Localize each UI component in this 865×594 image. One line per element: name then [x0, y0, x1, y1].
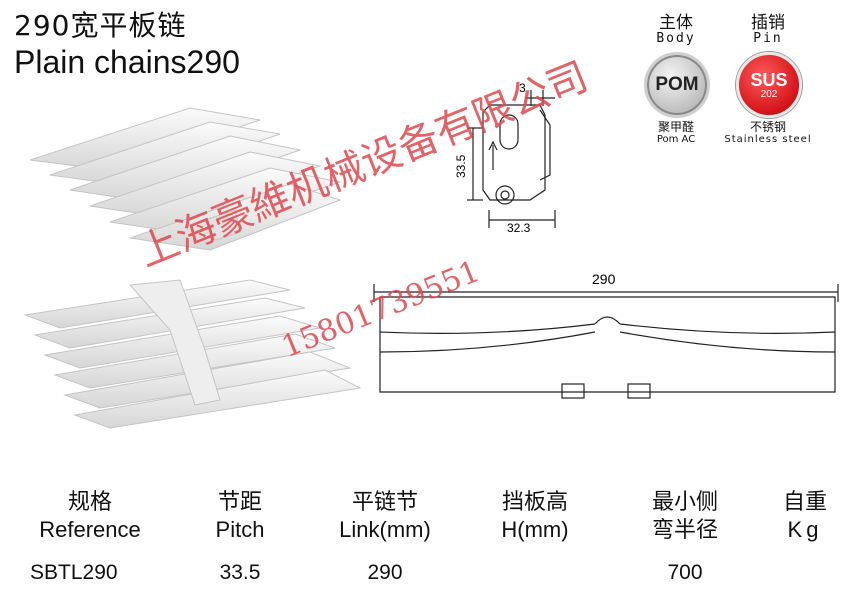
cell-bend-radius: 700 [667, 561, 703, 584]
pin-sub-en: Stainless steel [724, 134, 812, 145]
chain-photo-top [29, 107, 342, 251]
header-bend-radius: 最小侧弯半径 [651, 489, 718, 542]
body-label-cn: 主体 [659, 13, 693, 33]
dim-bottom-label: 32.3 [507, 221, 531, 235]
page-title-cn: 290宽平板链 [14, 9, 187, 42]
dim-top-label: 3 [519, 81, 526, 95]
pin-label-cn: 插销 [751, 13, 785, 33]
chain-photo-bottom [23, 279, 362, 429]
body-sub-cn: 聚甲醛 [657, 120, 694, 134]
body-sub-en: Pom AC [656, 134, 696, 145]
cell-link: 290 [367, 561, 403, 584]
page-title-en: Plain chains290 [14, 44, 240, 80]
pin-sub-cn: 不锈钢 [749, 120, 786, 134]
pom-badge-text: POM [655, 74, 699, 95]
body-label-en: Body [656, 31, 696, 46]
dim-side-label: 33.5 [454, 154, 468, 178]
cell-reference: SBTL290 [30, 561, 118, 584]
cell-pitch: 33.5 [219, 561, 261, 584]
side-drawing: 3 33.5 32.3 [454, 81, 556, 235]
pin-label-en: Pin [753, 31, 783, 46]
pom-badge: POM [644, 52, 710, 118]
sus-badge: SUS 202 [736, 52, 802, 118]
sus-badge-num: 202 [760, 88, 778, 100]
front-drawing: 290 [373, 271, 839, 399]
sus-badge-text: SUS [750, 69, 788, 90]
dim-width-label: 290 [592, 271, 616, 287]
